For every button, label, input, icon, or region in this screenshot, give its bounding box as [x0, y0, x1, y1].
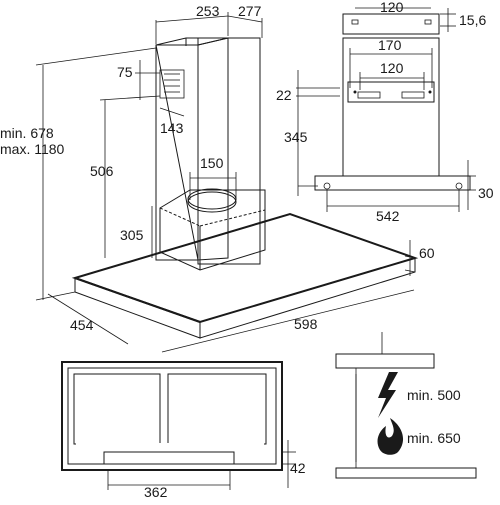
dim-hole-size: 15,6 [459, 12, 486, 28]
dim-box-height: 305 [120, 227, 144, 243]
mount-plate [314, 175, 471, 191]
chimney-top [155, 37, 229, 46]
dim-mount-offset: 30 [478, 185, 494, 201]
dim-bracket-inner: 120 [380, 60, 404, 76]
dim-chimney-depth: 277 [238, 3, 262, 19]
cooktop [335, 467, 477, 479]
dim-bracket-height: 345 [284, 129, 308, 145]
dim-hood-thickness: 60 [419, 245, 435, 261]
top-bracket [159, 69, 185, 99]
duct-outlet [187, 191, 237, 213]
main-dimension-lines [35, 12, 416, 353]
dim-side-offset: 143 [160, 120, 184, 136]
dim-chimney-width: 253 [196, 3, 220, 19]
dim-hole-spacing: 120 [380, 0, 404, 15]
chimney-side [155, 37, 229, 261]
dim-filter-height: 42 [290, 460, 306, 476]
dim-mount-spacing: 542 [376, 208, 400, 224]
clearance-electric: min. 500 [407, 387, 461, 403]
front-frame [61, 361, 283, 471]
motor-box [159, 189, 266, 271]
lightning-icon [378, 372, 398, 418]
chimney-right [197, 37, 261, 265]
clearance-view [335, 332, 477, 479]
bracket-plate [347, 81, 435, 103]
dim-hood-width: 598 [294, 316, 318, 332]
hood-side-profile [335, 353, 435, 369]
top-plate [342, 13, 440, 35]
dim-hood-depth: 454 [70, 317, 94, 333]
filter-slot [103, 451, 235, 465]
front-view [61, 361, 296, 490]
dim-duct-diameter: 150 [200, 155, 224, 171]
dim-bracket-offset: 22 [276, 87, 292, 103]
hood-drawing [71, 37, 419, 339]
dim-body-height: 506 [90, 163, 114, 179]
bracket-frame [342, 37, 440, 177]
dim-height-max: max. 1180 [0, 141, 65, 157]
dim-height-min: min. 678 [0, 125, 54, 141]
clearance-gas: min. 650 [407, 430, 461, 446]
flame-icon [377, 418, 404, 455]
hood-front [74, 277, 201, 339]
dim-top-offset: 75 [117, 64, 133, 80]
bracket-drawing [296, 7, 476, 212]
dim-filter-width: 362 [144, 484, 168, 500]
dim-bracket-width: 170 [378, 37, 402, 53]
